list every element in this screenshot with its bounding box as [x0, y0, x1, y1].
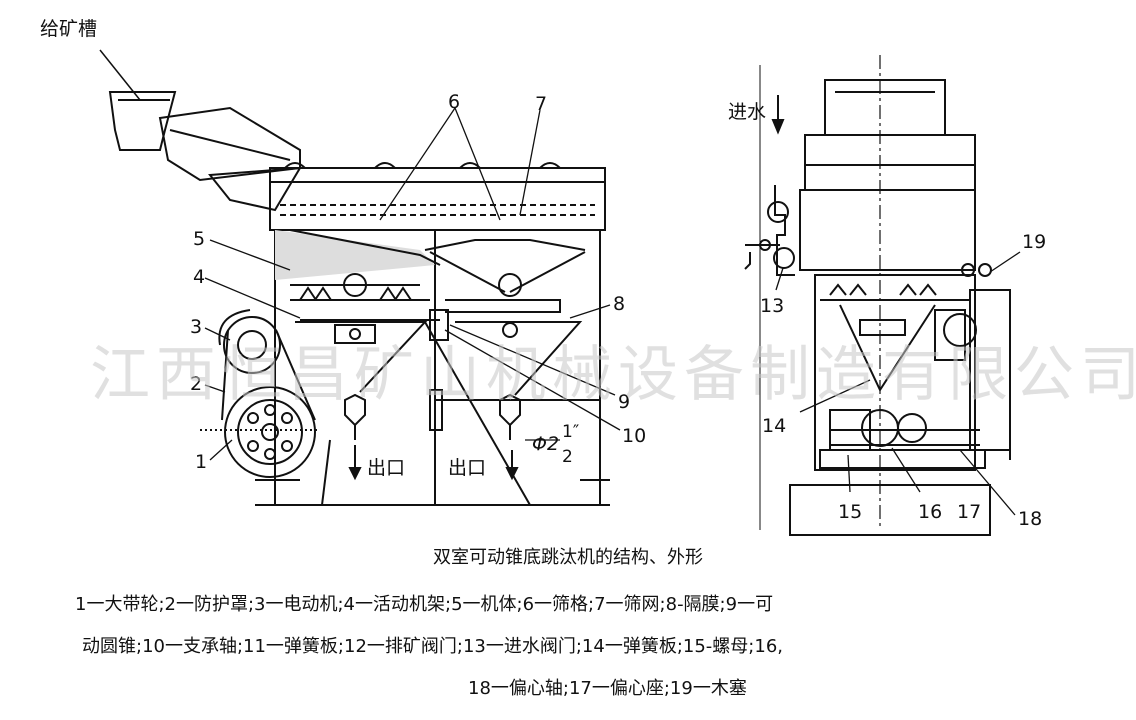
label-part-4: 4	[193, 266, 205, 288]
label-part-7: 7	[535, 93, 547, 115]
leader-lines-right	[775, 251, 1021, 516]
label-part-9: 9	[618, 391, 630, 413]
label-part-15: 15	[838, 501, 862, 523]
legend-line-3: 18一偏心轴;17一偏心座;19一木塞	[468, 678, 747, 699]
legend-line-2: 动圆锥;10一支承轴;11一弹簧板;12一排矿阀门;13一进水阀门;14一弹簧板…	[82, 636, 783, 657]
label-part-16: 16	[918, 501, 942, 523]
label-part-5: 5	[193, 228, 205, 250]
legend-line-1: 1一大带轮;2一防护罩;3一电动机;4一活动机架;5一机体;6一筛格;7一筛网;…	[75, 594, 774, 615]
figure-caption: 双室可动锥底跳汰机的结构、外形	[433, 547, 703, 568]
belt-drive-drawing	[200, 309, 320, 478]
label-water-in: 进水	[728, 101, 766, 123]
label-part-2: 2	[190, 373, 202, 395]
label-feed-trough: 给矿槽	[40, 18, 97, 40]
label-part-10: 10	[622, 425, 646, 447]
label-phi-den: 2	[562, 447, 573, 467]
label-part-14: 14	[762, 415, 786, 437]
label-part-13: 13	[760, 295, 784, 317]
label-part-18: 18	[1018, 508, 1042, 530]
label-part-17: 17	[957, 501, 981, 523]
label-part-3: 3	[190, 316, 202, 338]
label-outlet-right: 出口	[448, 457, 486, 479]
label-part-8: 8	[613, 293, 625, 315]
label-part-6: 6	[448, 91, 460, 113]
label-outlet-left: 出口	[367, 457, 405, 479]
watermark: 江西恒昌矿山机械设备制造有限公司	[90, 340, 1136, 410]
label-phi: Φ2	[532, 433, 559, 455]
label-part-19: 19	[1022, 231, 1046, 253]
machine-drawing: 给矿槽 进水 出口 出口 Φ2 1″ 2 6 7 5 4 3 2 1 8 9 1…	[40, 18, 1136, 536]
machine-side-view	[744, 55, 1011, 536]
leader-lines-left	[204, 107, 621, 461]
label-phi-num: 1″	[562, 422, 579, 442]
label-part-1: 1	[195, 451, 207, 473]
